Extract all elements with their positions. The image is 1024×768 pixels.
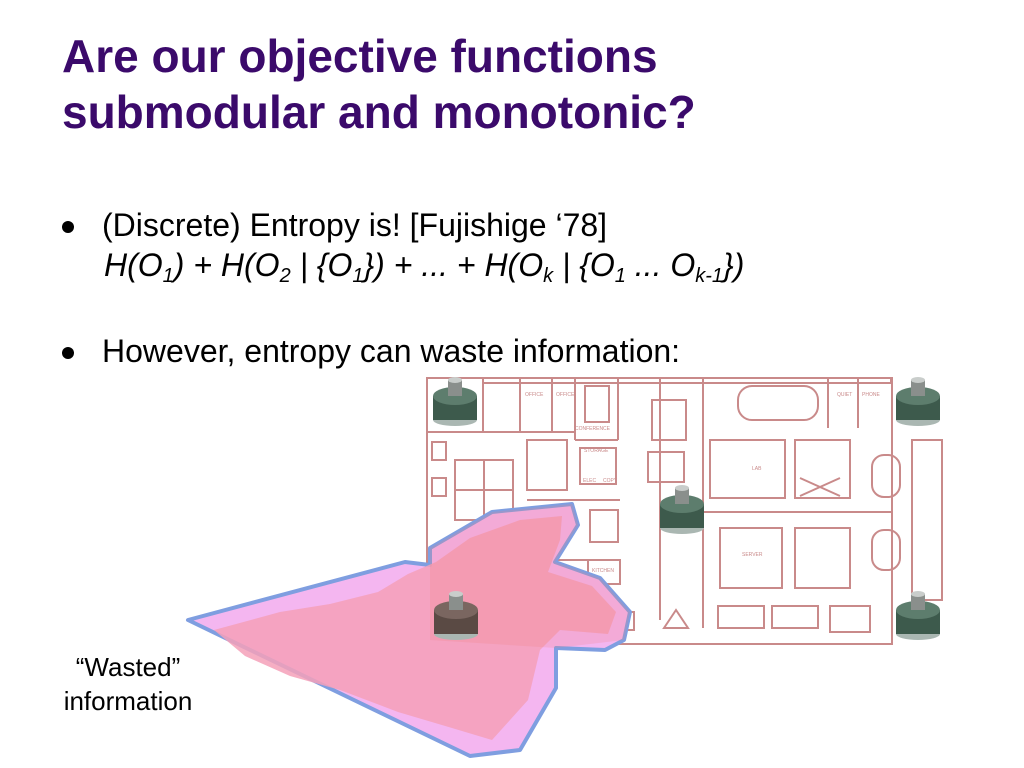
slide-title: Are our objective functions submodular a… — [62, 28, 962, 140]
room-label: STORAGE — [584, 448, 609, 454]
room-label: PHONE — [862, 392, 880, 398]
sensor-icon — [896, 377, 940, 426]
room-label: OFFICE — [556, 392, 575, 398]
floorplan-labels: OFFICE OFFICE CONFERENCE STORAGE ELEC CO… — [525, 392, 880, 574]
bullet-dot-icon — [62, 347, 74, 359]
sensor-icon — [660, 485, 704, 534]
wasted-information-caption: “Wasted” information — [28, 650, 228, 718]
bullet-dot-icon — [62, 221, 74, 233]
entropy-chain-formula: H(O1) + H(O2 | {O1}) + ... + H(Ok | {O1 … — [104, 247, 745, 287]
room-label: KITCHEN — [592, 568, 614, 574]
floorplan — [426, 377, 943, 645]
room-label: ELEC — [583, 478, 596, 484]
title-line-2: submodular and monotonic? — [62, 86, 696, 138]
title-line-1: Are our objective functions — [62, 30, 658, 82]
sensor-icon — [896, 591, 940, 640]
bullet-text: (Discrete) Entropy is! [Fujishige ‘78] — [102, 207, 608, 243]
sensor-icon — [433, 377, 477, 426]
wasted-information-overlap — [430, 504, 630, 648]
room-label: LAB — [752, 466, 762, 472]
caption-line-1: “Wasted” — [75, 652, 181, 682]
room-label: OFFICE — [525, 392, 544, 398]
room-label: SERVER — [742, 552, 763, 558]
bullet-text: However, entropy can waste information: — [102, 333, 681, 369]
room-label: COPY — [603, 478, 618, 484]
sensor-icon — [434, 591, 478, 640]
room-label: QUIET — [837, 392, 852, 398]
caption-line-2: information — [63, 686, 193, 716]
room-label: CONFERENCE — [575, 426, 611, 432]
wasted-information-inner — [214, 516, 616, 740]
